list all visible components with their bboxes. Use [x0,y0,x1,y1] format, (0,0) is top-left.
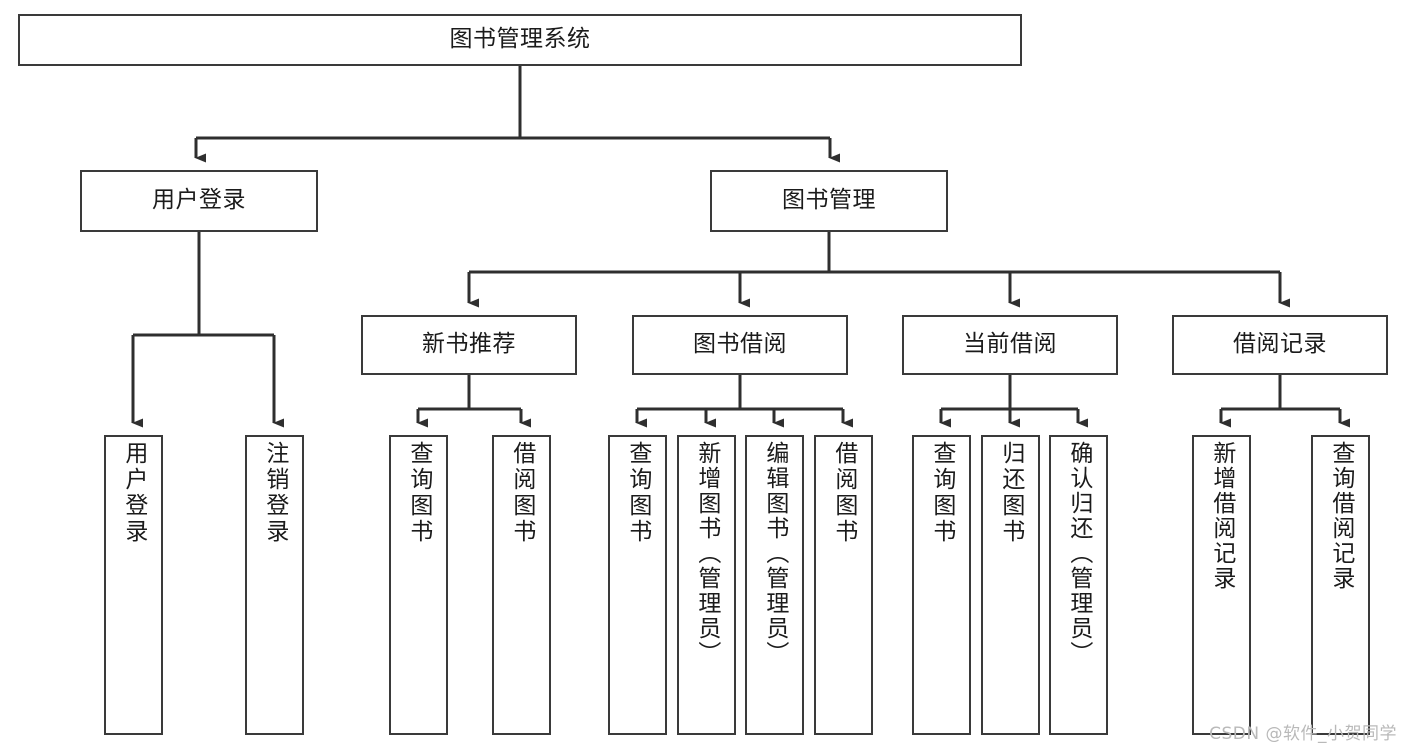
leaf-current-query-book-label: 查询图书 [928,441,955,545]
leaf-borrow-query-book[interactable]: 查询图书 [608,435,667,735]
node-book-borrow-label: 图书借阅 [693,331,787,358]
leaf-record-add[interactable]: 新增借阅记录 [1192,435,1251,735]
node-borrow-record-label: 借阅记录 [1233,331,1327,358]
node-current-borrow[interactable]: 当前借阅 [902,315,1118,375]
leaf-recommend-borrow-book-label: 借阅图书 [508,441,535,545]
node-current-borrow-label: 当前借阅 [963,331,1057,358]
leaf-current-confirm-return-admin-label: 确认归还（管理员） [1065,441,1092,666]
leaf-current-confirm-return-admin[interactable]: 确认归还（管理员） [1049,435,1108,735]
leaf-record-query-label: 查询借阅记录 [1327,441,1354,591]
node-root[interactable]: 图书管理系统 [18,14,1022,66]
leaf-logout-label: 注销登录 [261,441,288,545]
node-new-book-recommend[interactable]: 新书推荐 [361,315,577,375]
leaf-borrow-lend-book[interactable]: 借阅图书 [814,435,873,735]
node-book-borrow[interactable]: 图书借阅 [632,315,848,375]
leaf-recommend-query-book[interactable]: 查询图书 [389,435,448,735]
leaf-recommend-borrow-book[interactable]: 借阅图书 [492,435,551,735]
leaf-current-query-book[interactable]: 查询图书 [912,435,971,735]
leaf-borrow-edit-book-admin[interactable]: 编辑图书（管理员） [745,435,804,735]
node-borrow-record[interactable]: 借阅记录 [1172,315,1388,375]
node-book-manage[interactable]: 图书管理 [710,170,948,232]
node-book-manage-label: 图书管理 [782,187,876,214]
node-new-book-recommend-label: 新书推荐 [422,331,516,358]
leaf-recommend-query-book-label: 查询图书 [405,441,432,545]
leaf-record-query[interactable]: 查询借阅记录 [1311,435,1370,735]
leaf-borrow-query-book-label: 查询图书 [624,441,651,545]
node-user-login-label: 用户登录 [152,187,246,214]
leaf-borrow-lend-book-label: 借阅图书 [830,441,857,545]
leaf-logout[interactable]: 注销登录 [245,435,304,735]
leaf-current-return-book[interactable]: 归还图书 [981,435,1040,735]
leaf-borrow-edit-book-admin-label: 编辑图书（管理员） [761,441,788,666]
leaf-user-login[interactable]: 用户登录 [104,435,163,735]
leaf-borrow-add-book-admin[interactable]: 新增图书（管理员） [677,435,736,735]
leaf-borrow-add-book-admin-label: 新增图书（管理员） [693,441,720,666]
node-user-login[interactable]: 用户登录 [80,170,318,232]
node-root-label: 图书管理系统 [449,26,591,53]
leaf-user-login-label: 用户登录 [120,441,147,545]
leaf-current-return-book-label: 归还图书 [997,441,1024,545]
leaf-record-add-label: 新增借阅记录 [1208,441,1235,591]
